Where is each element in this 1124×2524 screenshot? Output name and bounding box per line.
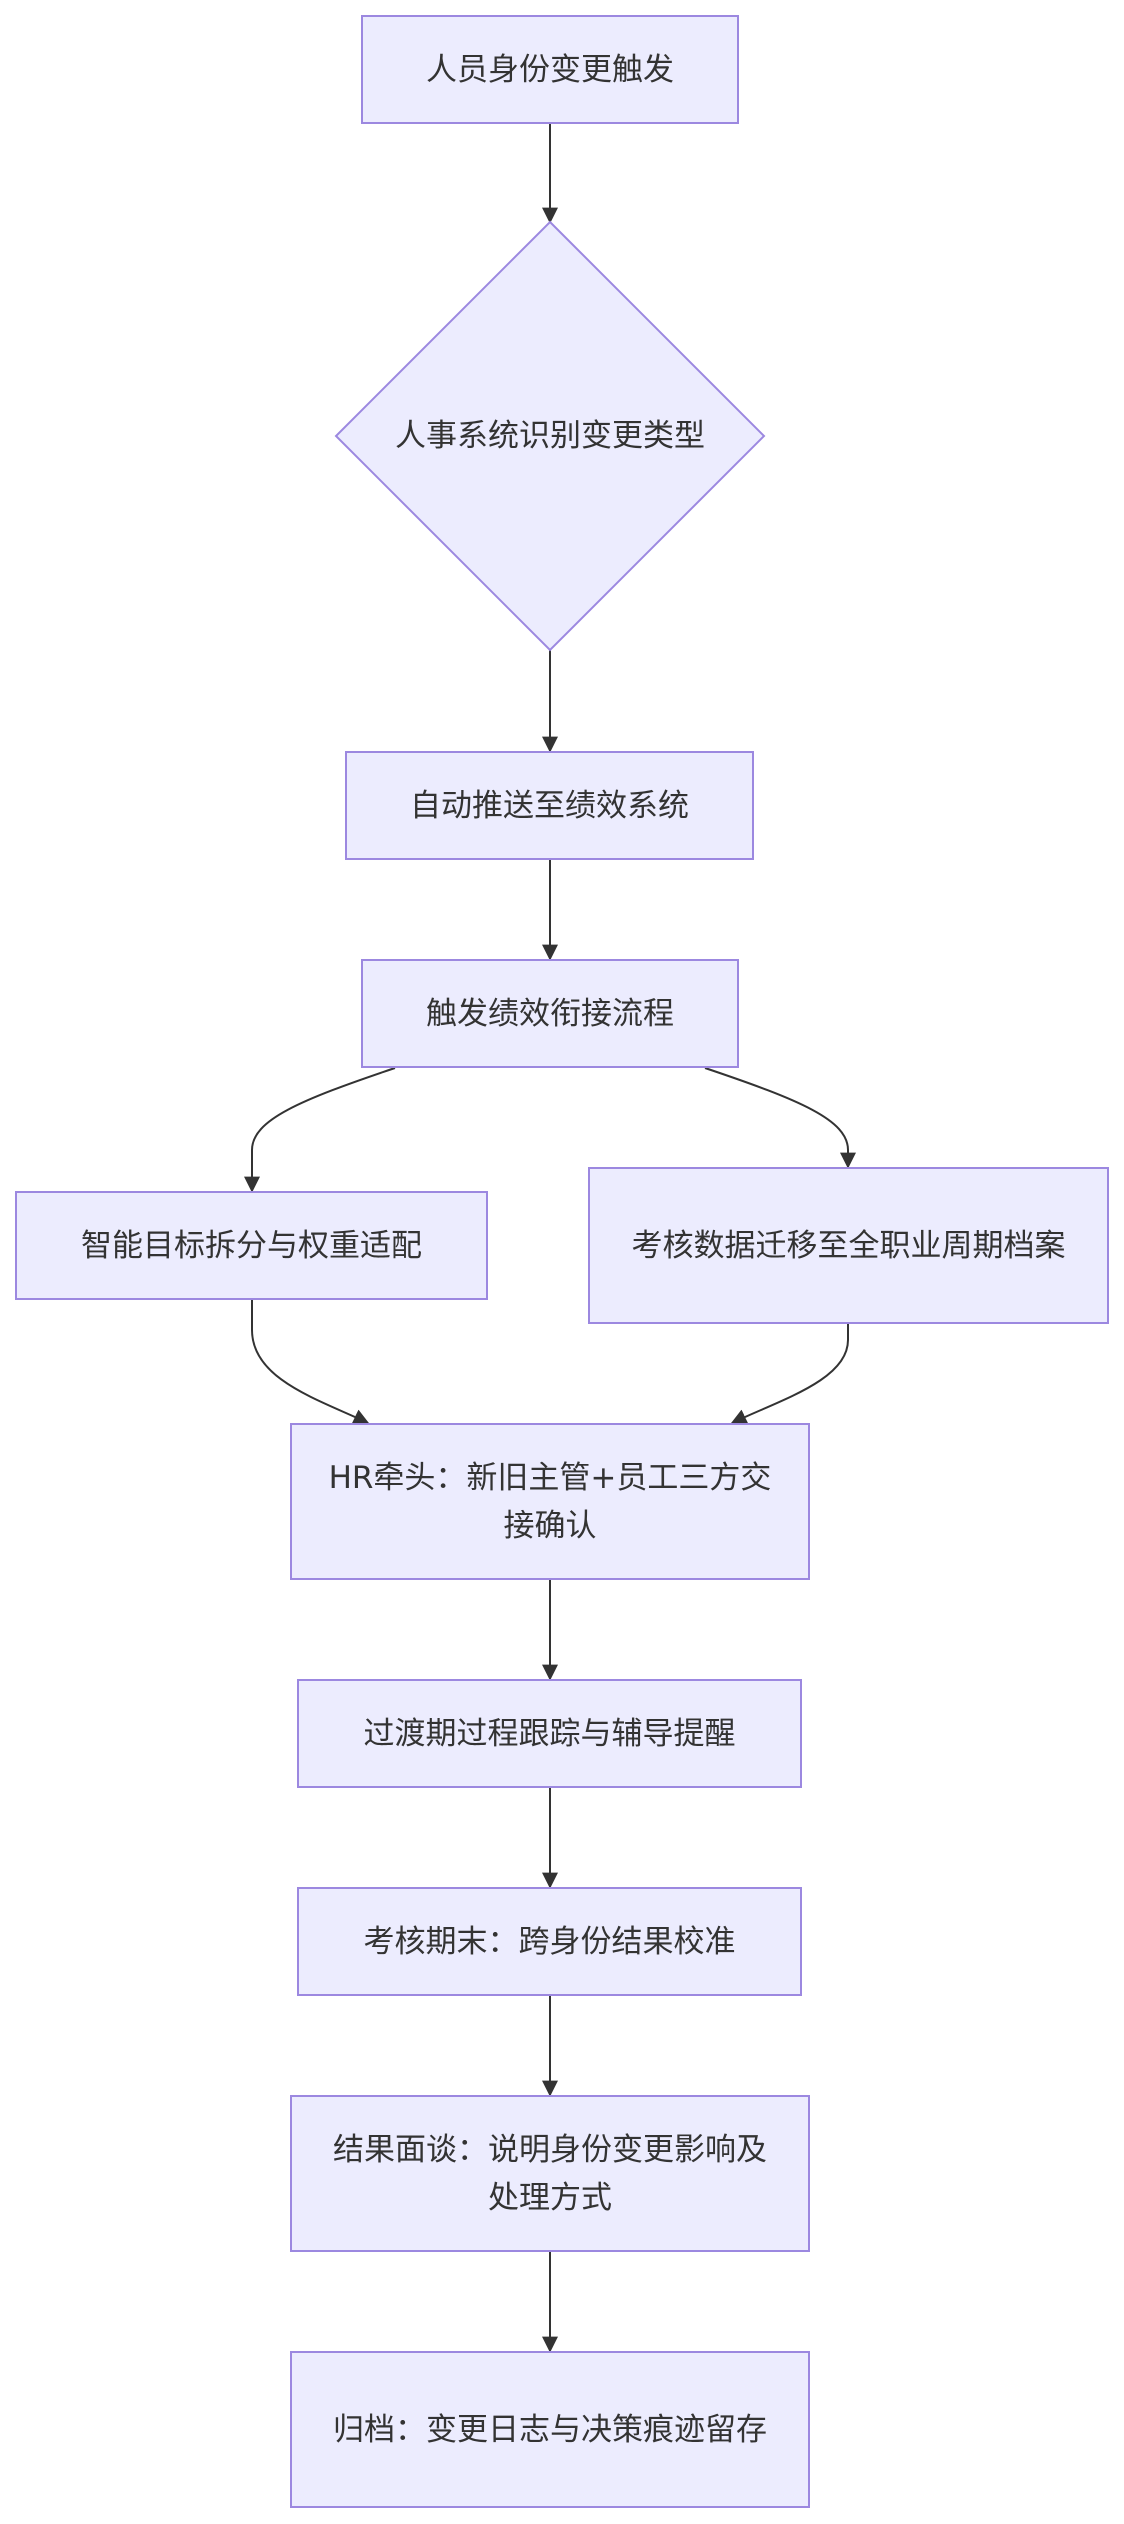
edge-n5-to-n7 — [251, 1300, 370, 1424]
node-identity-change-trigger: 人员身份变更触发 — [361, 15, 739, 124]
node-assessment-data-migration: 考核数据迁移至全职业周期档案 — [588, 1167, 1109, 1324]
node-trigger-performance-handover-process: 触发绩效衔接流程 — [361, 959, 739, 1068]
node-archive-change-log: 归档：变更日志与决策痕迹留存 — [290, 2351, 810, 2508]
node-auto-push-to-performance-system: 自动推送至绩效系统 — [345, 751, 754, 860]
node-period-end-cross-identity-calibration: 考核期末：跨身份结果校准 — [297, 1887, 802, 1996]
edge-n6-to-n7 — [730, 1324, 849, 1424]
node-hr-system-identify-change-type: 人事系统识别变更类型 — [395, 418, 705, 454]
edge-n4-to-n5 — [244, 1067, 396, 1193]
edge-n4-to-n6 — [704, 1067, 856, 1169]
node-transition-tracking-and-coaching: 过渡期过程跟踪与辅导提醒 — [297, 1679, 802, 1788]
decision-diamond — [334, 220, 766, 652]
node-smart-goal-split-and-weight-adapt: 智能目标拆分与权重适配 — [15, 1191, 488, 1300]
node-result-interview: 结果面谈：说明身份变更影响及处理方式 — [290, 2095, 810, 2252]
node-hr-led-three-party-handover: HR牵头：新旧主管+员工三方交接确认 — [290, 1423, 810, 1580]
